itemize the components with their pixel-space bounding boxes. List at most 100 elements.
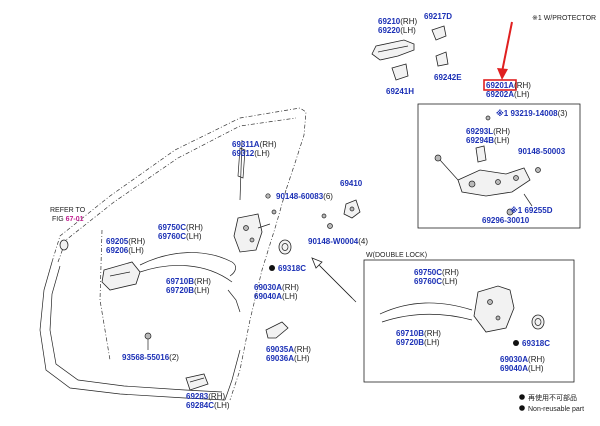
pad-69242E: [435, 51, 449, 67]
svg-text:69210(RH): 69210(RH): [378, 17, 417, 26]
label-69255D: ※1 69255D: [510, 205, 553, 215]
bolt-90148-60083: [265, 193, 277, 215]
label-d69710B: 69710B: [396, 329, 424, 338]
svg-text:69283(RH): 69283(RH): [186, 392, 225, 401]
label-69040A: 69040A: [254, 292, 282, 301]
door-lock-main: [233, 213, 271, 253]
label-69750C: 69750C: [158, 223, 186, 232]
label-69217D: 69217D: [424, 12, 452, 21]
label-69283: 69283: [186, 392, 209, 401]
label-69284C: 69284C: [186, 401, 214, 410]
label-90148-50003: 90148-50003: [518, 147, 566, 156]
refer-to-label: REFER TO: [50, 207, 86, 214]
svg-text:90148-60083(6): 90148-60083(6): [276, 192, 333, 201]
non-reusable-marker: [269, 265, 275, 271]
label-69296-30010: 69296-30010: [482, 216, 530, 225]
label-90148-60083: 90148-60083: [276, 192, 324, 201]
svg-text:69710B(RH): 69710B(RH): [396, 329, 441, 338]
bolt-90148-W0004: [321, 213, 333, 229]
highlight-box-69201A: [483, 79, 517, 91]
double-lock-title: W(DOUBLE LOCK): [366, 252, 427, 259]
svg-text:69035A(RH): 69035A(RH): [266, 345, 311, 354]
label-69205: 69205: [106, 237, 129, 246]
detail-arrow: [311, 257, 357, 303]
svg-text:69720B(LH): 69720B(LH): [396, 338, 440, 347]
svg-text:69760C(LH): 69760C(LH): [158, 232, 202, 241]
label-d69750C: 69750C: [414, 268, 442, 277]
note-protector: ※1 W/PROTECTOR: [532, 15, 596, 22]
bezel-69283: [185, 373, 209, 391]
svg-text:69293L(RH): 69293L(RH): [466, 127, 510, 136]
label-69293L: 69293L: [466, 127, 493, 136]
svg-text:93568-55016(2): 93568-55016(2): [122, 353, 179, 362]
svg-text:69036A(LH): 69036A(LH): [266, 354, 310, 363]
grommet-69318C: [278, 239, 292, 255]
svg-text:69760C(LH): 69760C(LH): [414, 277, 458, 286]
svg-text:69030A(RH): 69030A(RH): [254, 283, 299, 292]
refer-fig-prefix: FIG: [52, 216, 66, 223]
striker-69410: [343, 199, 361, 219]
label-d69760C: 69760C: [414, 277, 442, 286]
svg-text:69750C(RH): 69750C(RH): [414, 268, 459, 277]
label-93219-14008: ※1 93219-14008: [496, 108, 558, 118]
svg-text:69750C(RH): 69750C(RH): [158, 223, 203, 232]
label-69720B: 69720B: [166, 286, 194, 295]
svg-text:69284C(LH): 69284C(LH): [186, 401, 230, 410]
label-69312: 69312: [232, 149, 255, 158]
svg-text:69720B(LH): 69720B(LH): [166, 286, 210, 295]
screw-93568: [144, 332, 152, 350]
legend-marker-en: [519, 405, 525, 411]
label-d69720B: 69720B: [396, 338, 424, 347]
label-69220: 69220: [378, 26, 401, 35]
svg-text:FIG 67-01: FIG 67-01: [52, 216, 84, 223]
legend-marker-jp: [519, 394, 525, 400]
label-69202A: 69202A: [486, 90, 514, 99]
svg-text:69040A(LH): 69040A(LH): [500, 364, 544, 373]
highlight-arrow: [497, 21, 513, 80]
refer-grommet: [59, 239, 69, 251]
label-69036A: 69036A: [266, 354, 294, 363]
label-69030A: 69030A: [254, 283, 282, 292]
lock-cable: [139, 252, 236, 277]
label-69035A: 69035A: [266, 345, 294, 354]
svg-text:69040A(LH): 69040A(LH): [254, 292, 298, 301]
label-90148-W0004: 90148-W0004: [308, 237, 359, 246]
label-d69040A: 69040A: [500, 364, 528, 373]
svg-text:※1 93219-14008(3): ※1 93219-14008(3): [496, 108, 568, 118]
label-69760C: 69760C: [158, 232, 186, 241]
svg-text:69206(LH): 69206(LH): [106, 246, 144, 255]
lock-link: [227, 289, 241, 313]
svg-text:69205(RH): 69205(RH): [106, 237, 145, 246]
label-69311A: 69311A: [232, 140, 260, 149]
legend-en: Non-reusable part: [528, 406, 584, 413]
double-lock-assembly: [379, 285, 545, 333]
non-reusable-marker-2: [513, 340, 519, 346]
double-lock-detail-box: [363, 259, 575, 383]
label-69242E: 69242E: [434, 73, 462, 82]
refer-fig-link: 67-01: [66, 216, 84, 223]
inside-handle-69035A: [265, 321, 289, 339]
label-69294B: 69294B: [466, 136, 494, 145]
outside-handle-69210: [371, 39, 415, 61]
svg-text:69030A(RH): 69030A(RH): [500, 355, 545, 364]
label-69210: 69210: [378, 17, 401, 26]
lock-cylinder-assembly: [434, 115, 541, 216]
handle-cover-69217D: [431, 25, 447, 41]
svg-text:69201A(RH): 69201A(RH): [486, 81, 531, 90]
label-d69318C: 69318C: [522, 339, 550, 348]
svg-text:69202A(LH): 69202A(LH): [486, 90, 530, 99]
svg-text:69294B(LH): 69294B(LH): [466, 136, 510, 145]
glass-run-channel: [237, 139, 246, 201]
svg-text:69312(LH): 69312(LH): [232, 149, 270, 158]
svg-text:69220(LH): 69220(LH): [378, 26, 416, 35]
legend-jp: 再使用不可部品: [528, 393, 577, 402]
label-69201A: 69201A: [486, 81, 514, 90]
label-69410: 69410: [340, 179, 363, 188]
label-69241H: 69241H: [386, 87, 414, 96]
label-69710B: 69710B: [166, 277, 194, 286]
lock-cylinder-detail-box: [417, 103, 581, 229]
svg-text:69311A(RH): 69311A(RH): [232, 140, 277, 149]
svg-text:90148-W0004(4): 90148-W0004(4): [308, 237, 368, 246]
